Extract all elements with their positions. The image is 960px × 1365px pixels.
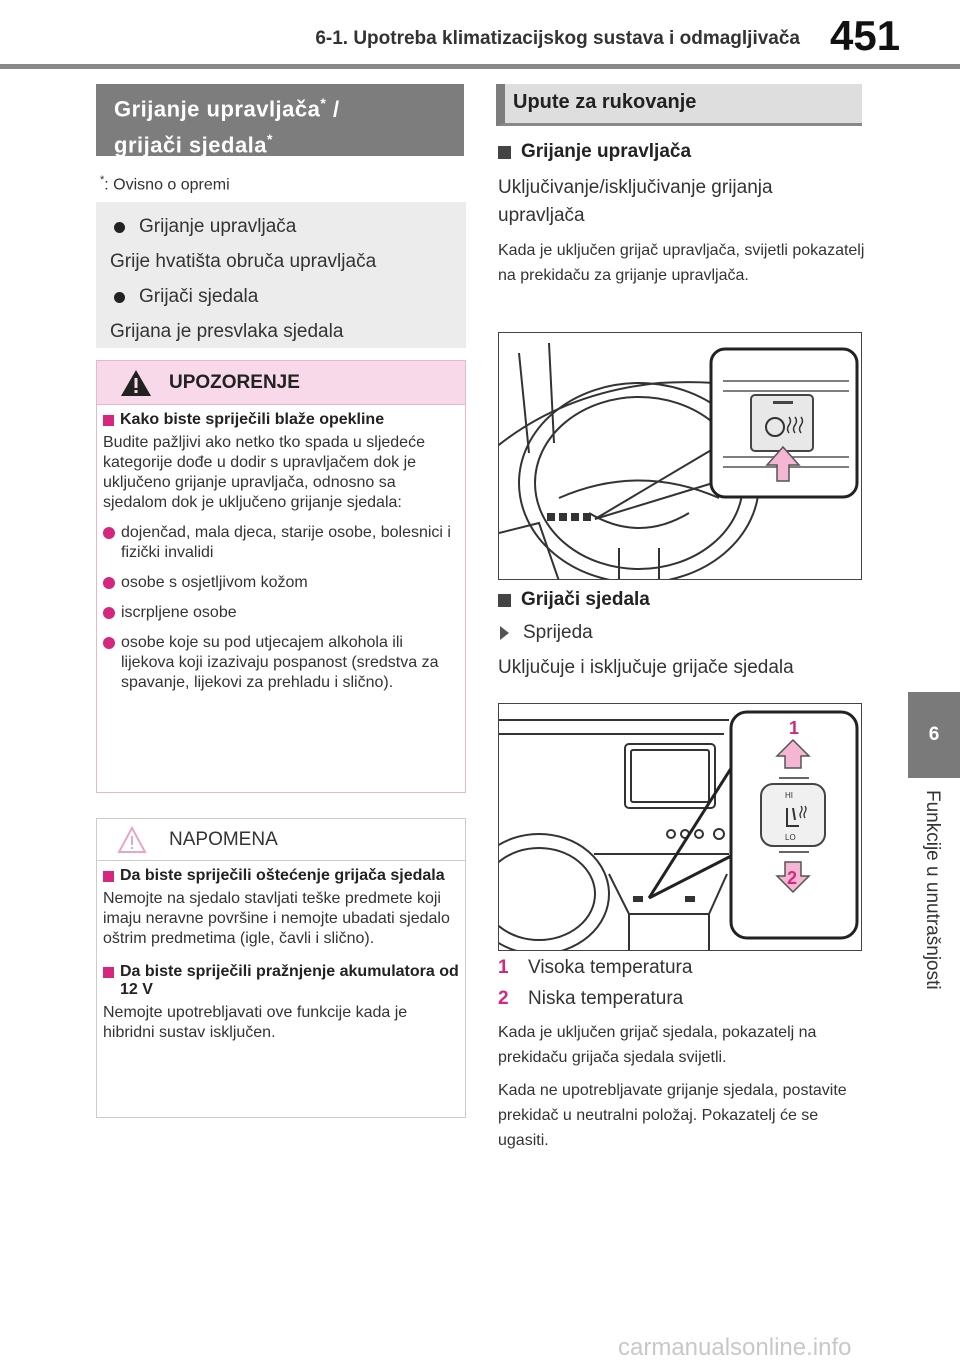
title-slash: / xyxy=(326,96,340,122)
caution-triangle-icon xyxy=(117,825,147,853)
legend-number: 2 xyxy=(498,988,509,1009)
seats-text: Uključuje i isključuje grijače sjedala xyxy=(498,657,794,678)
footnote-text: : Ovisno o opremi xyxy=(104,176,230,194)
legend-label: Visoka temperatura xyxy=(528,957,693,978)
callout-1: 1 xyxy=(789,718,799,738)
warning-bullet: osobe s osjetljivom kožom xyxy=(103,573,455,593)
chapter-tab[interactable]: 6 xyxy=(908,692,960,778)
footnote-mark: * xyxy=(100,174,105,186)
note-box: NAPOMENA Da biste spriječili oštećenje g… xyxy=(96,818,466,1118)
warning-bullet-text: osobe s osjetljivom kožom xyxy=(121,574,308,591)
square-bullet-icon xyxy=(498,145,511,159)
warning-bullet: osobe koje su pod utjecajem alkohola ili… xyxy=(103,633,455,693)
summary-desc: Grije hvatišta obruča upravljača xyxy=(110,251,377,272)
legend-number: 1 xyxy=(498,957,509,978)
warning-triangle-icon xyxy=(121,369,151,396)
warning-box: UPOZORENJE Kako biste spriječili blaže o… xyxy=(96,360,466,793)
pink-dot-icon xyxy=(103,607,115,619)
chapter-label-text: Funkcije u unutrašnjosti xyxy=(922,790,943,990)
summary-bullet: Grijači sjedala xyxy=(110,280,466,314)
note-title: NAPOMENA xyxy=(169,828,278,850)
legend-label: Niska temperatura xyxy=(528,988,684,1009)
warning-bullet: dojenčad, mala djeca, starije osobe, bol… xyxy=(103,523,455,563)
square-bullet-icon xyxy=(103,967,114,978)
warning-bullet-text: iscrpljene osobe xyxy=(121,604,237,621)
warning-title: UPOZORENJE xyxy=(169,371,300,393)
summary-bullet: Grijanje upravljača xyxy=(110,210,466,244)
summary-desc: Grijana je presvlaka sjedala xyxy=(110,321,344,342)
note-paragraph: Nemojte na sjedalo stavljati teške predm… xyxy=(103,890,450,947)
pink-dot-icon xyxy=(103,527,115,539)
warning-paragraph: Budite pažljivi ako netko tko spada u sl… xyxy=(103,434,425,511)
seat-heater-illustration: 1 HI LO 2 xyxy=(498,703,862,951)
note-subhead-text: Da biste spriječili oštećenje grijača sj… xyxy=(120,867,445,884)
title-star-1: * xyxy=(320,95,327,111)
section-title-instructions: Upute za rukovanje xyxy=(496,84,862,126)
bullet-dot-icon xyxy=(114,291,125,303)
arrow-right-icon xyxy=(500,626,509,640)
warning-subhead: Kako biste spriječili blaže opekline xyxy=(103,411,465,429)
bullet-dot-icon xyxy=(114,221,125,233)
square-bullet-icon xyxy=(103,415,114,426)
steering-heading-text: Grijanje upravljača xyxy=(521,141,692,162)
header-rule xyxy=(0,64,960,69)
seats-small-text-1: Kada je uključen grijač sjedala, pokazat… xyxy=(498,1024,817,1066)
legend-item-2: 2 Niska temperatura xyxy=(498,988,683,1010)
footnote: *: Ovisno o opremi xyxy=(100,174,230,194)
seats-heading: Grijači sjedala xyxy=(498,589,650,611)
seats-heading-text: Grijači sjedala xyxy=(521,589,650,610)
steering-heading: Grijanje upravljača xyxy=(498,141,691,163)
note-subhead: Da biste spriječili oštećenje grijača sj… xyxy=(103,867,465,885)
square-bullet-icon xyxy=(498,593,511,607)
note-subhead-text: Da biste spriječili pražnjenje akumulato… xyxy=(120,963,459,998)
title-line2: grijači sjedala xyxy=(114,132,268,158)
note-paragraph: Nemojte upotrebljavati ove funkcije kada… xyxy=(103,1004,408,1041)
lo-label: LO xyxy=(785,833,796,842)
title-star-2: * xyxy=(267,131,273,148)
hi-label: HI xyxy=(785,791,793,800)
title-line1: Grijanje upravljača xyxy=(114,96,321,122)
header-title: 6-1. Upotreba klimatizacijskog sustava i… xyxy=(315,28,800,49)
pink-dot-icon xyxy=(103,577,115,589)
steering-heater-illustration xyxy=(498,332,862,580)
page-number: 451 xyxy=(830,12,901,59)
summary-bullet-text: Grijanje upravljača xyxy=(139,216,297,237)
front-seat-label: Sprijeda xyxy=(498,622,593,644)
pink-dot-icon xyxy=(103,637,115,649)
seats-small-text-2: Kada ne upotrebljavate grijanje sjedala,… xyxy=(498,1082,847,1149)
summary-box: Grijanje upravljača Grije hvatišta obruč… xyxy=(96,202,466,348)
legend-item-1: 1 Visoka temperatura xyxy=(498,957,692,979)
warning-subhead-text: Kako biste spriječili blaže opekline xyxy=(120,411,385,428)
section-title-heating: Grijanje upravljača* / grijači sjedala* xyxy=(96,84,464,158)
steering-text: Uključivanje/isključivanje grijanja upra… xyxy=(498,177,773,226)
callout-2: 2 xyxy=(787,868,797,888)
chapter-label: Funkcije u unutrašnjosti xyxy=(912,790,952,1030)
steering-small-text: Kada je uključen grijač upravljača, svij… xyxy=(498,242,865,284)
warning-bullet-text: osobe koje su pod utjecajem alkohola ili… xyxy=(121,634,439,691)
watermark: carmanualsonline.info xyxy=(618,1334,852,1361)
front-seat-text: Sprijeda xyxy=(523,622,593,643)
summary-bullet-text: Grijači sjedala xyxy=(139,286,259,307)
note-header: NAPOMENA xyxy=(97,819,465,861)
note-subhead: Da biste spriječili pražnjenje akumulato… xyxy=(103,963,465,999)
warning-bullet-text: dojenčad, mala djeca, starije osobe, bol… xyxy=(121,524,451,561)
warning-bullet: iscrpljene osobe xyxy=(103,603,455,623)
warning-header: UPOZORENJE xyxy=(97,361,465,405)
square-bullet-icon xyxy=(103,871,114,882)
